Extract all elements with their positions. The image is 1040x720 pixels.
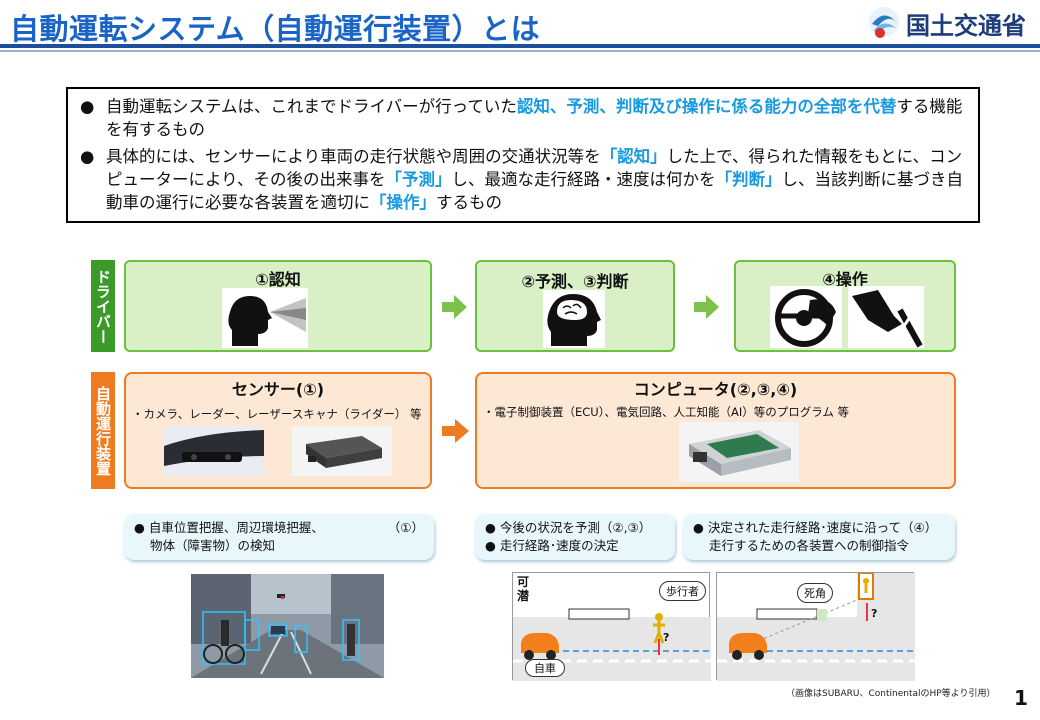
computer-title: コンピュータ(②,③,④) [633, 380, 798, 399]
arrow-right-icon [442, 295, 467, 319]
summary-text: 自動運転システムは、これまでドライバーが行っていた [106, 97, 517, 116]
step-operation-title: ④操作 [822, 270, 868, 289]
note-operation: ● 決定された走行経路･速度に沿って（④） 走行するための各装置への制御指令 [683, 514, 955, 560]
ministry-name: 国土交通省 [906, 12, 1026, 40]
summary-highlight: 「操作」 [370, 193, 436, 212]
blind-spot-scene [717, 573, 915, 681]
summary-paragraph-2: ● 具体的には、センサーにより車両の走行状態や周囲の交通状況等を「認知」した上で… [80, 145, 966, 214]
sensor-description: ・カメラ、レーダー、レーザースキャナ（ライダー） 等 [132, 407, 422, 421]
scenario-pedestrian: 可 潜 歩行者 ? 自車 [512, 572, 711, 681]
summary-highlight: 「認知」 [600, 147, 667, 166]
driver-recognition-box: ①認知 [124, 260, 432, 352]
system-side-label: 自動運行装置 [91, 372, 115, 489]
note-text: ● 走行経路･速度の決定 [485, 538, 619, 553]
radar-sensor-image [292, 426, 392, 476]
computer-box: コンピュータ(②,③,④) ・電子制御装置（ECU）、電気回路、人工知能（AI）… [475, 372, 956, 489]
image-credit: （画像はSUBARU、ContinentalのHP等より引用） [786, 689, 996, 699]
blind-spot-callout: 死角 [797, 583, 833, 603]
page-number: 1 [1014, 686, 1028, 710]
title-underline [0, 44, 1040, 48]
note-text: 走行するための各装置への制御指令 [709, 538, 910, 553]
summary-highlight: 認知、予測、判断及び操作に係る能力の全部を代替 [516, 97, 897, 116]
note-ref: （①） [387, 520, 424, 535]
arrow-right-icon [442, 419, 469, 443]
question-mark: ? [871, 607, 878, 620]
scenario-label: 可 潜 [517, 575, 529, 603]
note-text: ● 自車位置把握、周辺環境把握、 [134, 520, 324, 535]
steering-wheel-icon [770, 286, 842, 348]
head-brain-icon [543, 290, 605, 348]
driver-side-label: ドライバー [91, 260, 115, 352]
bullet: ● [80, 147, 95, 166]
question-mark: ? [663, 631, 670, 644]
camera-sensor-image [164, 426, 264, 476]
scenario-label-bottom: 潜 [517, 589, 530, 603]
sensor-box: センサー(①) ・カメラ、レーダー、レーザースキャナ（ライダー） 等 [124, 372, 432, 489]
summary-text: し、当該判断に基づき自動車の運行に必要な各装置を適切に [106, 170, 964, 212]
street-detection-photo [191, 574, 384, 678]
note-text: ● 決定された走行経路･速度に沿って（④） [693, 520, 938, 535]
page-title: 自動運転システム（自動運行装置）とは [10, 12, 541, 46]
scenario-label-top: 可 [517, 575, 530, 589]
summary-highlight: 「予測」 [385, 170, 452, 189]
note-recognition: ● 自車位置把握、周辺環境把握、 （①） 物体（障害物）の検知 [124, 514, 434, 560]
sensor-title: センサー(①) [231, 380, 325, 399]
pedestrian-callout: 歩行者 [659, 581, 706, 601]
head-eye-icon [222, 288, 308, 348]
bullet: ● [80, 97, 95, 116]
summary-highlight: 「判断」 [715, 170, 782, 189]
pedal-foot-icon [848, 286, 924, 348]
arrow-right-icon [694, 295, 719, 319]
computer-description: ・電子制御装置（ECU）、電気回路、人工知能（AI）等のプログラム 等 [483, 405, 850, 419]
driver-operation-box: ④操作 [734, 260, 956, 352]
summary-text: するもの [436, 193, 502, 212]
note-text: ● 今後の状況を予測（②,③） [485, 520, 652, 535]
summary-paragraph-1: ● 自動運転システムは、これまでドライバーが行っていた認知、予測、判断及び操作に… [80, 95, 966, 141]
step-prediction-title: ②予測、③判断 [521, 272, 629, 291]
note-prediction: ● 今後の状況を予測（②,③） ● 走行経路･速度の決定 [475, 514, 675, 560]
summary-box: ● 自動運転システムは、これまでドライバーが行っていた認知、予測、判断及び操作に… [66, 87, 980, 223]
title-underline-light [0, 50, 1040, 52]
step-recognition-title: ①認知 [255, 270, 301, 289]
ministry-logo-icon [869, 7, 899, 38]
scenario-blind-spot: 死角 ? [716, 572, 915, 681]
summary-text: した上で、得られた情報をもとに、コンピューターにより、その後の出来事を [106, 147, 963, 189]
own-car-callout: 自車 [525, 659, 565, 677]
note-text: 物体（障害物）の検知 [150, 538, 276, 553]
driver-prediction-box: ②予測、③判断 [475, 260, 675, 352]
ecu-image [679, 422, 799, 482]
summary-text: 具体的には、センサーにより車両の走行状態や周囲の交通状況等を [106, 147, 601, 166]
summary-text: する機能を有するもの [106, 97, 963, 139]
summary-text: し、最適な走行経路・速度は何かを [451, 170, 716, 189]
